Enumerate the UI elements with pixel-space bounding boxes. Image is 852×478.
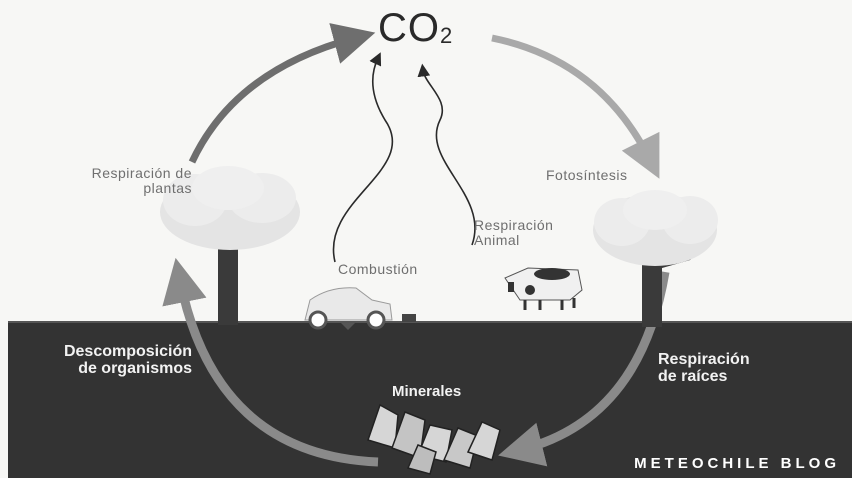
co2-label: CO2 [378, 6, 453, 51]
co2-main-text: CO [378, 6, 440, 50]
arrow-minerals-to-decomposition [162, 257, 379, 467]
respiration-plants-line1: Respiración de [91, 165, 192, 181]
animal-respiration-arrow [417, 63, 476, 246]
minerals-label: Minerales [392, 383, 462, 400]
respiration-plants-line2: plantas [143, 179, 192, 196]
decomposition-label: Descomposición de organismos [22, 343, 192, 378]
minerals-rocks [367, 403, 501, 475]
combustion-label: Combustión [338, 261, 418, 277]
decomposition-line1: Descomposición [63, 343, 192, 360]
photosynthesis-label: Fotosíntesis [546, 167, 628, 183]
decomposition-line2: de organismos [78, 359, 192, 377]
arrow-to-co2 [188, 23, 376, 164]
co2-subscript: 2 [440, 23, 454, 48]
tree-left [160, 166, 300, 325]
tree-right [593, 190, 718, 327]
arrow-co2-to-photosynthesis [491, 34, 660, 179]
root-respiration-line1: Respiración [658, 351, 750, 368]
respiration-plants-label: Respiración de plantas [42, 166, 192, 195]
root-respiration-label: Respiración de raíces [658, 351, 750, 386]
animal-respiration-line1: Respiración [474, 217, 554, 233]
combustion-arrow [332, 52, 394, 263]
cow-icon [504, 267, 583, 310]
animal-respiration-label: Respiración Animal [474, 218, 553, 247]
root-respiration-line2: de raíces [658, 367, 728, 385]
brand-watermark: METEOCHILE BLOG [634, 455, 840, 472]
car-icon [304, 287, 416, 330]
animal-respiration-line2: Animal [474, 231, 520, 248]
